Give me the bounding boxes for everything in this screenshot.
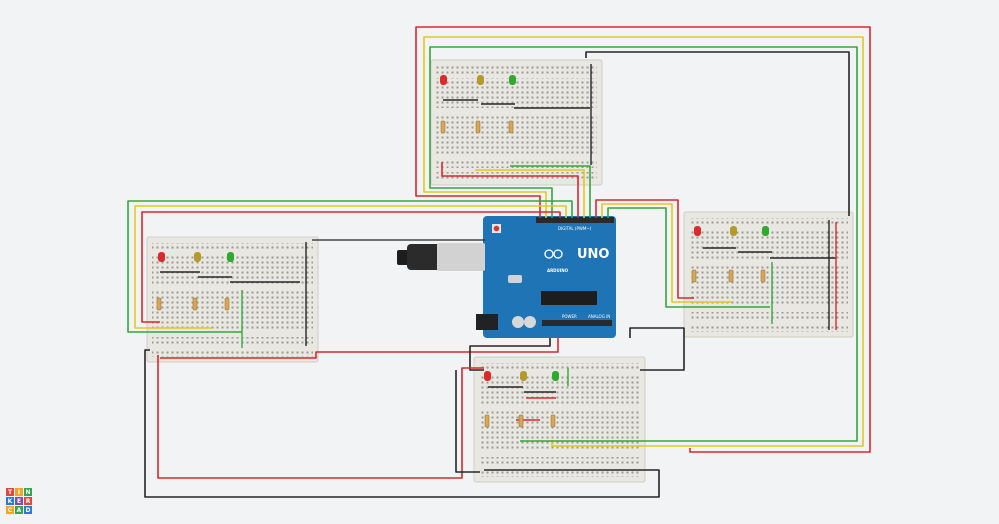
logo-tile xyxy=(6,497,14,505)
led-red-top[interactable] xyxy=(440,75,447,85)
logo-letter: D xyxy=(26,507,31,514)
wire-green[interactable] xyxy=(127,200,573,333)
led-yellow-right[interactable] xyxy=(730,226,737,236)
logo-letter: R xyxy=(26,498,31,505)
arduino-logo-icon xyxy=(544,249,563,259)
wire-black[interactable] xyxy=(455,370,480,473)
logo-letter: A xyxy=(17,507,22,514)
wire-yellow[interactable] xyxy=(134,205,567,329)
logo-letter: N xyxy=(25,489,30,496)
wire-yellow[interactable] xyxy=(423,36,864,447)
wire-red[interactable] xyxy=(157,355,484,479)
resistor[interactable] xyxy=(691,269,697,283)
led-red-bottom[interactable] xyxy=(484,371,491,381)
resistor[interactable] xyxy=(760,269,766,283)
breadboard-left[interactable] xyxy=(146,236,319,363)
wire-green[interactable] xyxy=(510,165,591,218)
logo-tile xyxy=(15,488,23,496)
wire-green[interactable] xyxy=(429,46,858,442)
resistor[interactable] xyxy=(440,120,446,134)
wire-black[interactable] xyxy=(629,327,685,371)
resistor[interactable] xyxy=(156,297,162,311)
logo-letter: I xyxy=(18,489,20,496)
power-header-label: POWER xyxy=(562,314,577,319)
resistor[interactable] xyxy=(550,414,556,428)
wire-black[interactable] xyxy=(144,349,660,498)
resistor[interactable] xyxy=(224,297,230,311)
wire-red[interactable] xyxy=(160,338,559,359)
wire-black[interactable] xyxy=(585,51,850,216)
breadboard-bottom[interactable] xyxy=(473,356,646,483)
led-red-right[interactable] xyxy=(694,226,701,236)
digital-header-label: DIGITAL (PWM~) xyxy=(558,226,592,231)
resistor[interactable] xyxy=(728,269,734,283)
resistor[interactable] xyxy=(192,297,198,311)
usb-cable[interactable] xyxy=(312,239,485,271)
logo-letter: T xyxy=(8,489,13,496)
led-yellow-bottom[interactable] xyxy=(520,371,527,381)
logo-tile xyxy=(24,506,32,514)
board-brand-label: ARDUINO xyxy=(547,268,569,273)
led-green-top[interactable] xyxy=(509,75,516,85)
analog-header-label: ANALOG IN xyxy=(588,314,610,319)
logo-tile xyxy=(6,488,14,496)
resistor[interactable] xyxy=(508,120,514,134)
logo-tile xyxy=(15,497,23,505)
wire-yellow[interactable] xyxy=(601,203,732,303)
led-red-left[interactable] xyxy=(158,252,165,262)
logo-tile xyxy=(24,488,32,496)
wire-green[interactable] xyxy=(607,207,770,308)
breadboard-right[interactable] xyxy=(683,211,854,338)
logo-tile xyxy=(6,506,14,514)
arduino-uno-board[interactable]: UNO ARDUINO DIGITAL (PWM~) POWER ANALOG … xyxy=(476,216,616,338)
led-yellow-left[interactable] xyxy=(194,252,201,262)
resistor[interactable] xyxy=(484,414,490,428)
wire-black[interactable] xyxy=(469,338,551,371)
led-green-bottom[interactable] xyxy=(552,371,559,381)
wire-red[interactable] xyxy=(415,26,871,453)
logo-letter: C xyxy=(8,507,13,514)
wire-red[interactable] xyxy=(595,199,694,299)
wire-red[interactable] xyxy=(441,162,579,218)
led-green-right[interactable] xyxy=(762,226,769,236)
logo-tile xyxy=(15,506,23,514)
led-green-left[interactable] xyxy=(227,252,234,262)
wire-yellow[interactable] xyxy=(475,169,585,218)
board-model-label: UNO xyxy=(577,247,610,262)
resistor[interactable] xyxy=(518,414,524,428)
logo-tile xyxy=(24,497,32,505)
logo-letter: E xyxy=(17,498,21,505)
logo-letter: K xyxy=(8,498,13,505)
wire-red[interactable] xyxy=(141,211,561,323)
resistor[interactable] xyxy=(475,120,481,134)
led-yellow-top[interactable] xyxy=(477,75,484,85)
